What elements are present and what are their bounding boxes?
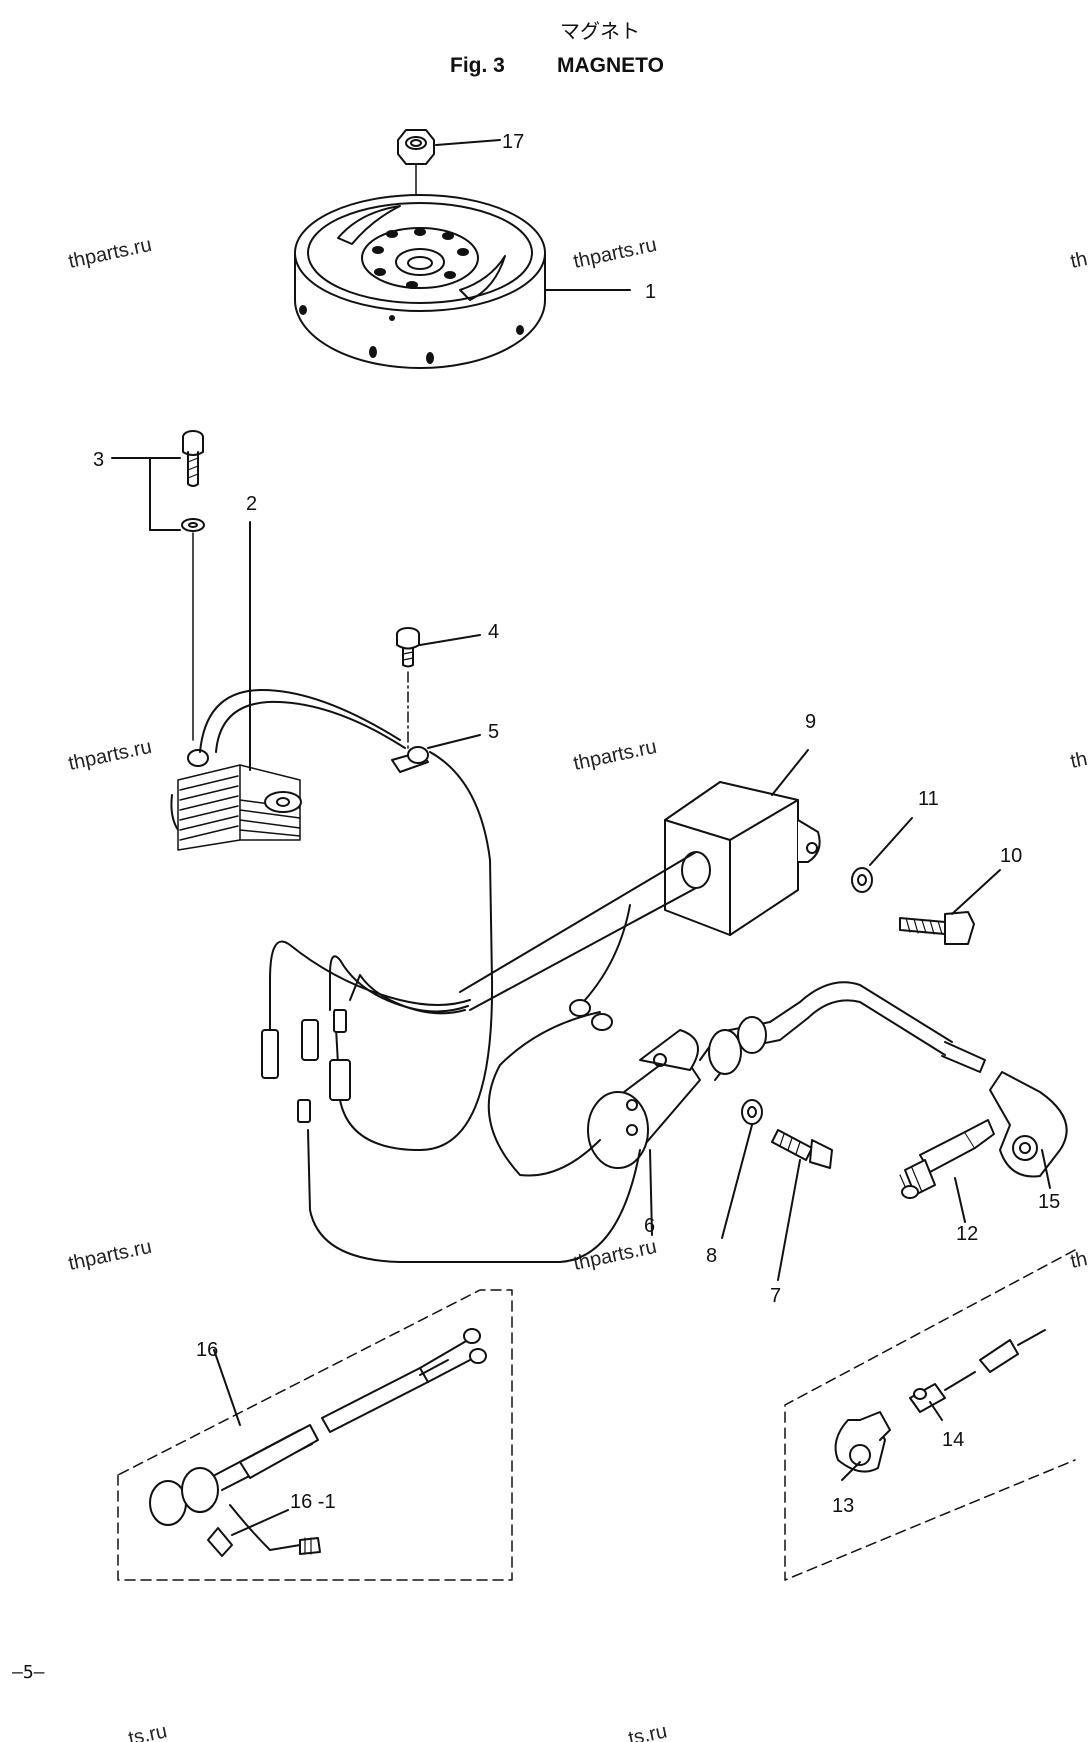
callout-4: 4 (488, 621, 499, 643)
callout-10: 10 (1000, 845, 1022, 867)
plug-cap-kit-13-14 (784, 1249, 1076, 1581)
plug-cap-15 (989, 1071, 1068, 1189)
bolt-7 (771, 1129, 833, 1281)
screw-4 (396, 627, 481, 753)
callout-16: 16 (196, 1339, 218, 1361)
callout-3: 3 (93, 449, 104, 471)
watermark-partial: th (1068, 1248, 1089, 1273)
callout-13: 13 (832, 1495, 854, 1517)
screw-3 (111, 430, 205, 741)
watermark: thparts.ru (66, 1236, 153, 1275)
callout-5: 5 (488, 721, 499, 743)
callout-16-1: 16 -1 (290, 1491, 336, 1513)
callout-12: 12 (956, 1223, 978, 1245)
watermark-partial: th (1068, 248, 1089, 273)
watermarks: thparts.ru thparts.ru thparts.ru thparts… (66, 234, 1089, 1742)
callouts: 17 1 3 2 4 5 9 11 10 6 8 7 12 15 16 16 -… (93, 131, 1060, 1517)
watermark: thparts.ru (571, 234, 658, 273)
callout-6: 6 (644, 1215, 655, 1237)
washer-8 (721, 1099, 763, 1239)
callout-2: 2 (246, 493, 257, 515)
watermark-cut: ts.ru (126, 1720, 169, 1742)
callout-14: 14 (942, 1429, 964, 1451)
callout-15: 15 (1038, 1191, 1060, 1213)
flywheel-1 (294, 194, 631, 369)
stop-switch-kit-16 (117, 1289, 513, 1581)
spark-plug-12 (899, 1119, 995, 1223)
callout-9: 9 (805, 711, 816, 733)
header: マグネト Fig. 3 MAGNETO (450, 19, 664, 77)
title-japanese: マグネト (560, 19, 640, 43)
watermark: thparts.ru (571, 736, 658, 775)
callout-1: 1 (645, 281, 656, 303)
ignition-coil-6 (307, 904, 986, 1263)
watermark: thparts.ru (66, 234, 153, 273)
callout-7: 7 (770, 1285, 781, 1307)
connectors (261, 1009, 351, 1123)
figure-title: MAGNETO (557, 54, 664, 77)
callout-17: 17 (502, 131, 524, 153)
watermark-cut: ts.ru (626, 1720, 669, 1742)
figure-label: Fig. 3 (450, 54, 505, 77)
stator-coil-2 (170, 521, 406, 851)
washer-11 (851, 817, 913, 893)
page-number: –5– (12, 1662, 45, 1683)
callout-11: 11 (918, 788, 939, 810)
callout-8: 8 (706, 1245, 717, 1267)
watermark-partial: th (1068, 748, 1089, 773)
clamp-5 (334, 734, 494, 1151)
watermark: thparts.ru (66, 736, 153, 775)
cdi-unit-9 (269, 749, 821, 1031)
bolt-10 (899, 869, 1001, 945)
